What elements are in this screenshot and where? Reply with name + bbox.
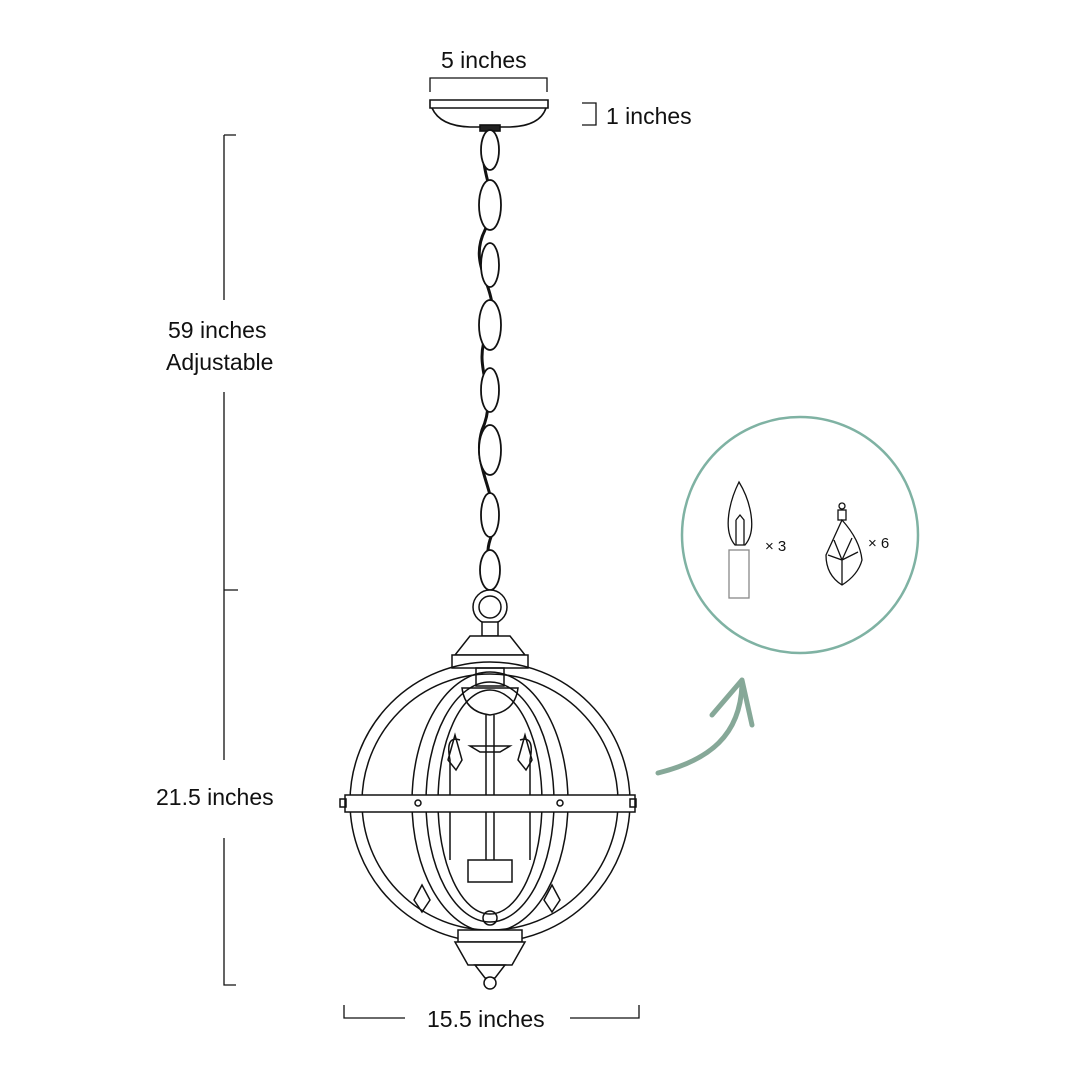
height-dimension-line — [223, 134, 238, 986]
body-height-label: 21.5 inches — [156, 784, 274, 810]
canopy — [429, 99, 549, 132]
bulb-count: × 3 — [765, 538, 787, 555]
crystal-count: × 6 — [868, 535, 890, 552]
chain — [478, 129, 502, 591]
canopy-height-label: 1 inches — [606, 103, 692, 129]
crystal-icon — [825, 502, 863, 586]
canopy-width-bracket — [429, 77, 548, 92]
canopy-height-bracket — [582, 102, 597, 126]
chain-adjustable-label: Adjustable — [166, 349, 274, 375]
body-width-label: 15.5 inches — [427, 1006, 545, 1032]
bulb-icon — [727, 480, 753, 599]
arrow-to-accessories — [655, 677, 755, 776]
chain-length-label: 59 inches — [168, 317, 267, 343]
canopy-width-label: 5 inches — [441, 47, 527, 73]
dimension-lines — [223, 77, 640, 1019]
accessories-circle — [680, 415, 920, 655]
width-dimension-line — [343, 1005, 640, 1019]
globe-body — [339, 589, 637, 990]
